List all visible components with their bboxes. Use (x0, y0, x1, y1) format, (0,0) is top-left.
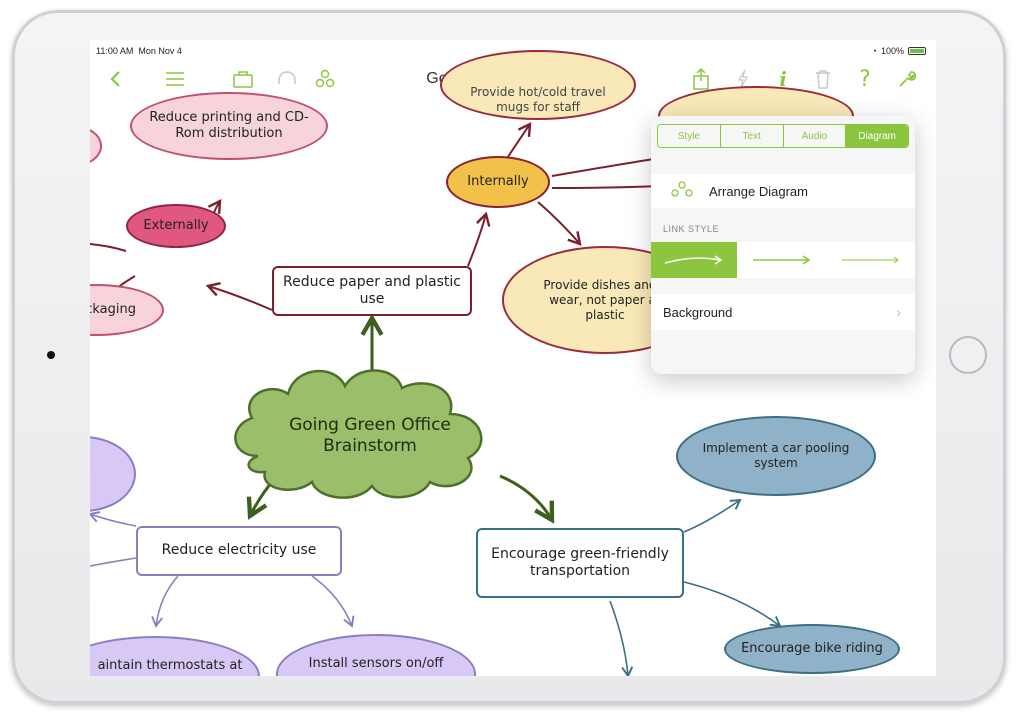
link-internally-right (551, 185, 661, 189)
link-style-straight[interactable] (737, 242, 826, 278)
node-carpool-line1: Implement a car pooling (702, 441, 850, 455)
outline-list-icon[interactable] (162, 66, 188, 92)
node-thermostat-label: aintain thermostats at (97, 658, 243, 673)
help-icon[interactable]: ? (859, 66, 871, 92)
link-center-transport (499, 474, 555, 524)
link-electricity-sensors (311, 575, 355, 628)
node-transport-line2: transportation (529, 563, 631, 579)
node-sensors-label: Install sensors on/off (308, 656, 444, 671)
node-mugs-line1: Provide hot/cold travel (470, 85, 606, 99)
inbox-icon[interactable] (230, 66, 256, 92)
node-bike-label: Encourage bike riding (741, 640, 883, 656)
background-label: Background (663, 304, 733, 320)
node-thermostats[interactable]: aintain thermostats at (90, 636, 260, 676)
node-internally-label: Internally (467, 173, 529, 189)
node-dishes-line2: wear, not paper ar (549, 292, 661, 307)
link-style-row (651, 242, 915, 278)
node-externally[interactable]: Externally (126, 204, 226, 248)
inspector-popover: Style Text Audio Diagram Arrange Diagram… (651, 116, 915, 374)
link-transport-bike (683, 581, 782, 628)
node-electricity-label: Reduce electricity use (161, 542, 317, 559)
link-internally-deliver (551, 157, 661, 177)
headphones-icon[interactable] (274, 66, 300, 92)
link-paper-externally (205, 282, 273, 311)
tab-diagram[interactable]: Diagram (846, 125, 908, 147)
link-electricity-left1 (90, 511, 137, 527)
status-time-date: 11:00 AM Mon Nov 4 (96, 46, 182, 56)
wifi-icon: ◔ (871, 46, 877, 56)
arrange-diagram-icon (671, 180, 693, 202)
link-transport-down (609, 600, 634, 676)
diagram-canvas[interactable]: Reduce printing and CD-Rom distribution … (90, 50, 936, 676)
background-row[interactable]: Background › (651, 294, 915, 330)
node-printing-line2: Rom distribution (175, 126, 283, 141)
node-reduce-electricity[interactable]: Reduce electricity use (136, 526, 342, 576)
tab-text[interactable]: Text (721, 125, 784, 147)
node-dishes-line3: plastic (585, 307, 625, 322)
link-style-curved[interactable] (651, 242, 737, 278)
share-icon[interactable] (688, 66, 714, 92)
chevron-right-icon: › (896, 304, 901, 320)
arrange-diagram-label: Arrange Diagram (709, 183, 808, 199)
status-right: ◔ 100% (872, 46, 926, 56)
inspector-tabs: Style Text Audio Diagram (657, 124, 909, 148)
node-center-line2: Brainstorm (323, 436, 417, 456)
node-reduce-printing[interactable]: Reduce printing and CD-Rom distribution (130, 92, 328, 160)
tab-style[interactable]: Style (658, 125, 721, 147)
info-icon[interactable]: i (779, 67, 787, 91)
link-internally-dishes (537, 201, 582, 246)
wrench-icon[interactable] (894, 66, 920, 92)
link-lines (90, 122, 782, 676)
node-dishes-line1: Provide dishes and s (543, 277, 667, 292)
node-paper-label: Reduce paper and plastic use (283, 273, 461, 308)
node-printing-line1: Reduce printing and CD- (149, 109, 309, 125)
trash-icon[interactable] (810, 66, 836, 92)
node-packaging-label: ackaging (90, 301, 136, 317)
center-cloud (234, 369, 483, 499)
battery-icon (908, 47, 926, 55)
home-button[interactable] (949, 336, 987, 374)
branches-icon[interactable] (312, 66, 338, 92)
link-style-header: LINK STYLE (663, 224, 720, 234)
node-bike-riding[interactable]: Encourage bike riding (724, 624, 900, 674)
node-externally-label: Externally (143, 217, 209, 233)
status-time: 11:00 AM (96, 46, 134, 56)
status-date: Mon Nov 4 (138, 46, 182, 56)
front-camera (47, 351, 55, 359)
node-mugs-line2: mugs for staff (496, 100, 580, 114)
link-electricity-thermostat (151, 575, 179, 628)
back-chevron-icon[interactable] (102, 66, 128, 92)
link-externally-left (90, 243, 127, 252)
link-paper-internally (467, 211, 491, 267)
link-style-thin[interactable] (826, 242, 915, 278)
node-carpool-line2: system (754, 456, 798, 470)
link-electricity-left2 (90, 557, 137, 567)
node-transport-line1: Encourage green-friendly (491, 545, 669, 562)
tab-audio[interactable]: Audio (784, 125, 847, 147)
node-center-line1: Going Green Office (289, 414, 451, 435)
status-bar: 11:00 AM Mon Nov 4 ◔ 100% (90, 40, 936, 60)
screen: 11:00 AM Mon Nov 4 ◔ 100% Going Green Br… (90, 40, 936, 676)
link-transport-carpool (683, 498, 742, 533)
node-reduce-paper[interactable]: Reduce paper and plastic use (272, 266, 472, 316)
node-internally[interactable]: Internally (446, 156, 550, 208)
battery-percent: 100% (880, 46, 904, 56)
arrange-diagram-row[interactable]: Arrange Diagram (651, 174, 915, 208)
